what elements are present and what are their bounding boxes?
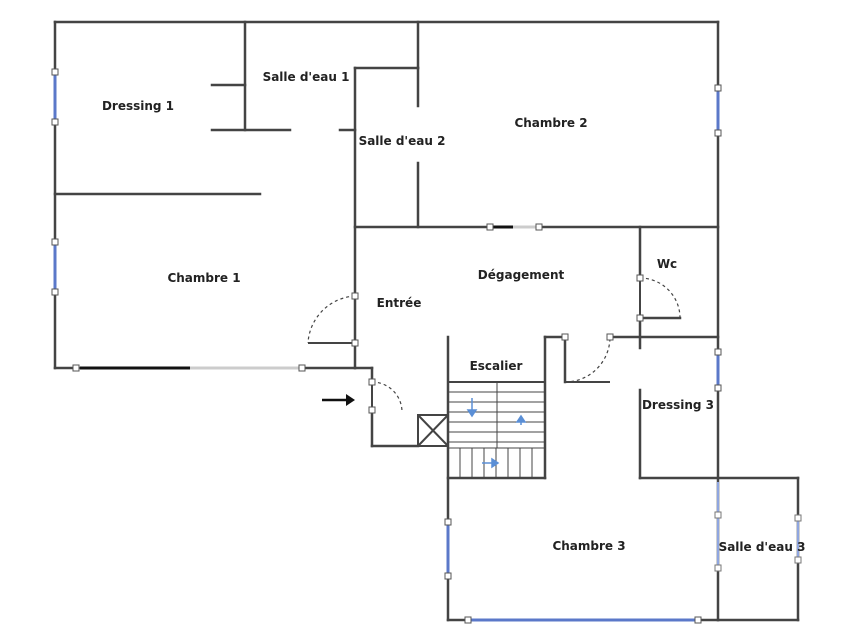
label-salle-eau-2: Salle d'eau 2 [359,134,446,148]
label-chambre-1: Chambre 1 [167,271,240,285]
label-dressing-1: Dressing 1 [102,99,174,113]
stair-direction-arrow-icon [466,409,478,418]
label-wc: Wc [657,257,677,271]
windows [51,68,802,624]
label-chambre-2: Chambre 2 [514,116,587,130]
stair-direction-arrow-icon [491,457,500,469]
staircase [417,381,546,479]
label-escalier: Escalier [470,359,523,373]
stair-direction-arrow-icon [515,414,527,423]
label-chambre-3: Chambre 3 [552,539,625,553]
room-labels: Dressing 1 Salle d'eau 1 Salle d'eau 2 C… [102,70,805,554]
label-degagement: Dégagement [478,268,565,282]
label-salle-eau-1: Salle d'eau 1 [263,70,350,84]
label-dressing-3: Dressing 3 [642,398,714,412]
label-entree: Entrée [377,296,422,310]
doors [307,274,681,414]
openings [72,223,543,372]
crossed-box-icon [417,414,449,447]
label-salle-eau-3: Salle d'eau 3 [719,540,806,554]
entrance-arrow-icon [322,394,355,406]
